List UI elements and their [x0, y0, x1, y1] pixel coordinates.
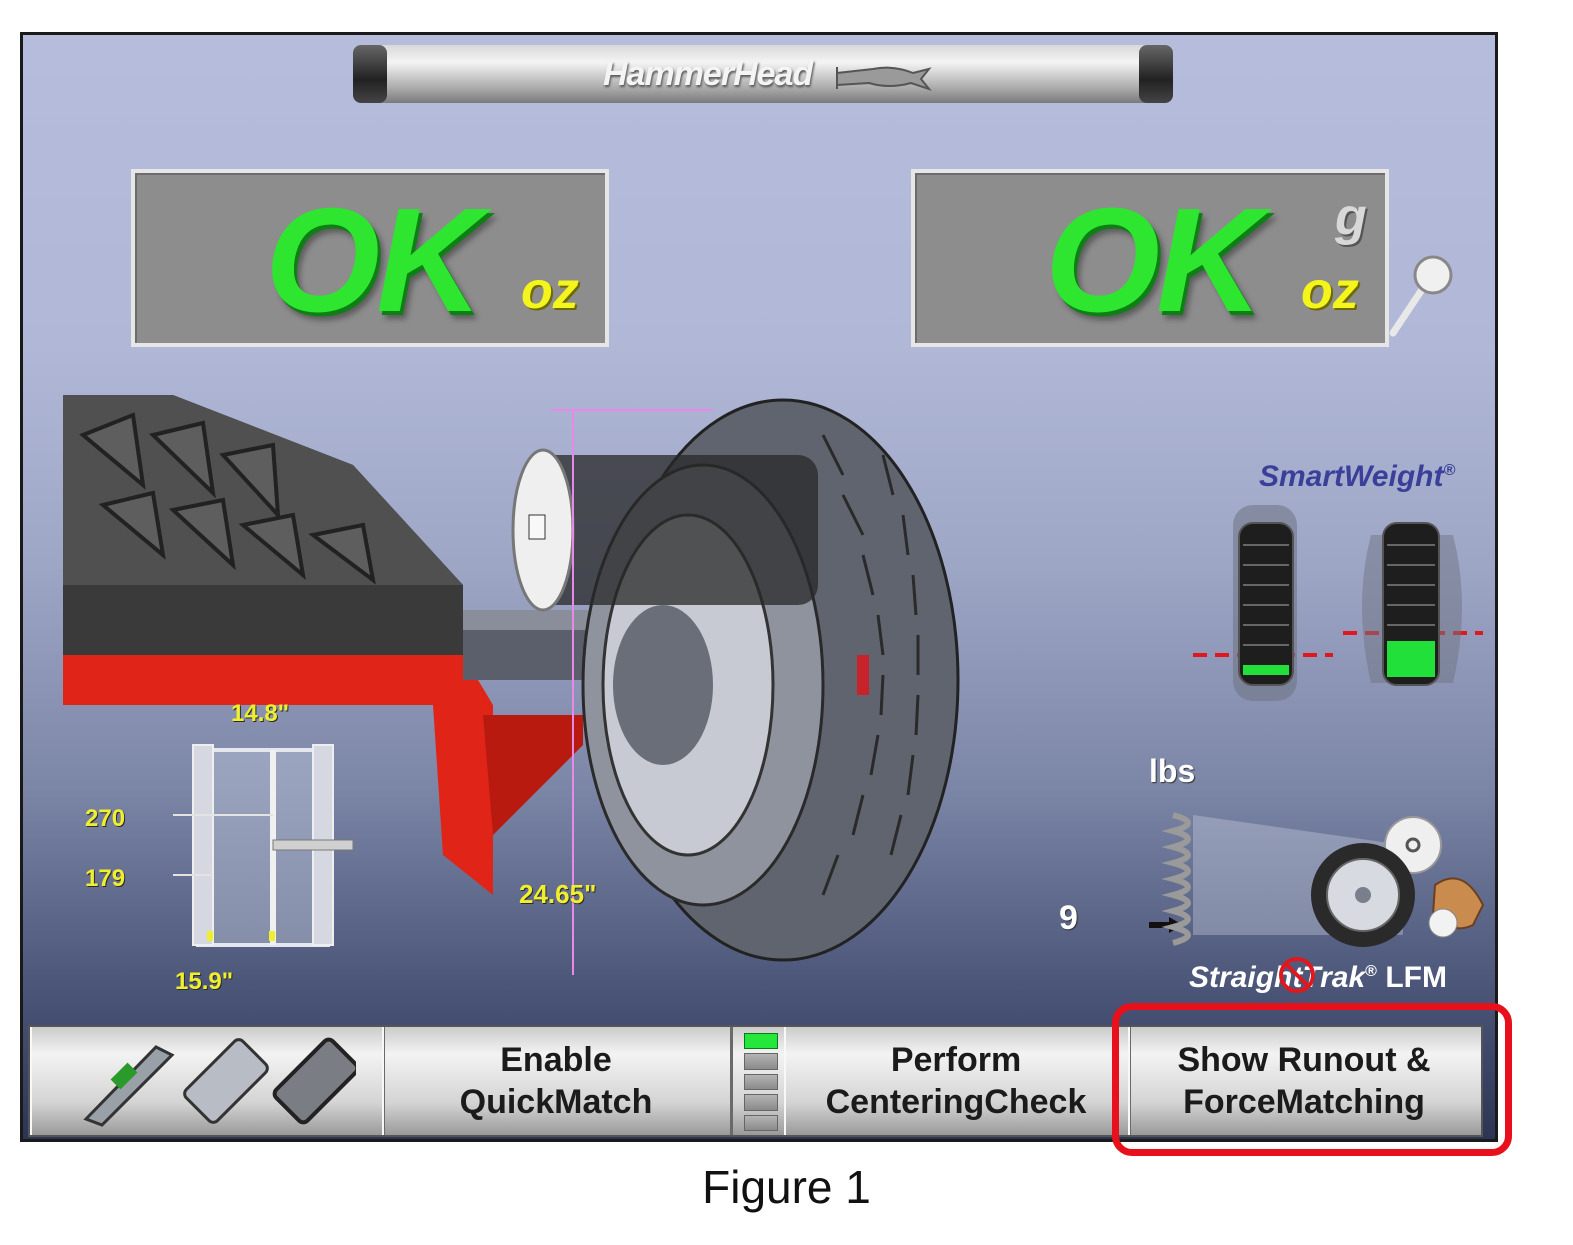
weight-types-icon [83, 1037, 356, 1127]
straighttrak-label: StraightTrak® LFM [1189, 961, 1447, 995]
straighttrak-suffix: LFM [1385, 961, 1447, 994]
status-led [744, 1094, 778, 1111]
tire-diameter: 24.65" [519, 879, 597, 909]
quickmatch-line-1: Enable [500, 1041, 612, 1079]
function-toolbar: Enable QuickMatch Perform CenteringCheck… [28, 1025, 1483, 1137]
perform-centeringcheck-button[interactable]: Perform CenteringCheck [784, 1027, 1131, 1135]
rim-width-top: 14.8" [231, 700, 290, 727]
right-ok-text: OK [1045, 178, 1263, 343]
brand-bar: HammerHead [353, 45, 1173, 103]
centering-line-2: CenteringCheck [825, 1083, 1087, 1121]
status-led [744, 1053, 778, 1070]
status-led [744, 1073, 778, 1091]
enable-quickmatch-button[interactable]: Enable QuickMatch [382, 1027, 733, 1135]
status-indicator [744, 1033, 778, 1132]
rim-value-a: 270 [85, 805, 126, 832]
right-imbalance-display: OK oz g [911, 169, 1389, 347]
brand-name: HammerHead [603, 55, 813, 93]
straighttrak-text: StraightTrak [1189, 961, 1366, 994]
quickmatch-line-2: QuickMatch [459, 1083, 653, 1121]
left-ok-text: OK [265, 178, 483, 343]
smartweight-tires-icon [1193, 505, 1483, 701]
brand-bar-cap-left [353, 45, 387, 103]
smartweight-reg: ® [1443, 462, 1456, 479]
highlight-box [1112, 1003, 1512, 1156]
show-runout-forcematching-button[interactable]: Show Runout & ForceMatching [1128, 1027, 1480, 1135]
left-imbalance-display: OK oz [131, 169, 609, 347]
hammerhead-shark-icon [836, 66, 932, 92]
status-led [744, 1033, 778, 1050]
runout-line-1: Show Runout & [1177, 1041, 1431, 1079]
force-value: 9 [1059, 899, 1078, 937]
straighttrak-reg: ® [1365, 963, 1377, 980]
right-alt-unit-text: g [1335, 188, 1367, 246]
brand-bar-cap-right [1139, 45, 1173, 103]
weight-pin-icon [1389, 255, 1453, 337]
weight-type-button[interactable] [30, 1027, 385, 1135]
smartweight-label: SmartWeight® [1259, 460, 1455, 494]
balancer-screen: HammerHead OK oz OK oz g [20, 32, 1498, 1142]
rim-section-drawing [173, 744, 354, 947]
centering-line-1: Perform [890, 1041, 1022, 1079]
rim-value-b: 179 [85, 865, 126, 892]
rim-width-bottom: 15.9" [175, 968, 234, 995]
runout-line-2: ForceMatching [1183, 1083, 1425, 1121]
right-unit-text: oz [1301, 262, 1359, 320]
cursor-target-icon [1279, 957, 1315, 993]
figure-caption: Figure 1 [702, 1161, 871, 1213]
straighttrak-illustration [1149, 812, 1485, 947]
status-led [744, 1114, 778, 1132]
force-unit: lbs [1149, 753, 1196, 789]
balancer-machine-illustration [63, 395, 960, 975]
left-unit-text: oz [521, 262, 579, 320]
smartweight-text: SmartWeight [1259, 460, 1444, 493]
